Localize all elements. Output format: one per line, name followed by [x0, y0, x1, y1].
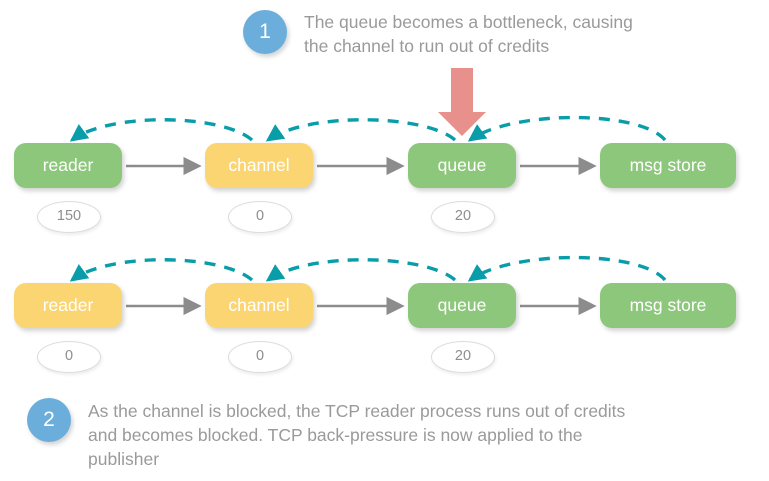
credit-arcs-row-2 — [69, 255, 667, 282]
credits-reader-row-1: 150 — [37, 201, 101, 233]
pipeline-row-2: reader 0 channel 0 queue 20 msg store — [0, 283, 769, 383]
callout-1: 1 The queue becomes a bottleneck, causin… — [243, 10, 633, 58]
callout-2-badge: 2 — [27, 398, 71, 442]
node-msg-store-row-1[interactable]: msg store — [600, 143, 736, 188]
callout-2-text: As the channel is blocked, the TCP reade… — [88, 401, 626, 469]
node-channel-row-1[interactable]: channel — [205, 143, 313, 188]
node-reader-row-1[interactable]: reader — [14, 143, 122, 188]
credits-queue-row-1: 20 — [431, 201, 495, 233]
node-queue-row-2[interactable]: queue — [408, 283, 516, 328]
credit-arcs-row-1 — [69, 115, 667, 142]
callout-1-badge: 1 — [243, 10, 287, 54]
node-msg-store-row-2[interactable]: msg store — [600, 283, 736, 328]
callout-1-text: The queue becomes a bottleneck, causing … — [304, 12, 633, 56]
credits-reader-row-2: 0 — [37, 341, 101, 373]
node-reader-row-2[interactable]: reader — [14, 283, 122, 328]
node-channel-row-2[interactable]: channel — [205, 283, 313, 328]
callout-2: 2 As the channel is blocked, the TCP rea… — [27, 398, 625, 471]
node-queue-row-1[interactable]: queue — [408, 143, 516, 188]
pipeline-row-1: reader 150 channel 0 queue 20 msg store — [0, 143, 769, 243]
credits-channel-row-1: 0 — [228, 201, 292, 233]
credits-queue-row-2: 20 — [431, 341, 495, 373]
credits-channel-row-2: 0 — [228, 341, 292, 373]
bottleneck-alert-arrow — [438, 68, 486, 136]
